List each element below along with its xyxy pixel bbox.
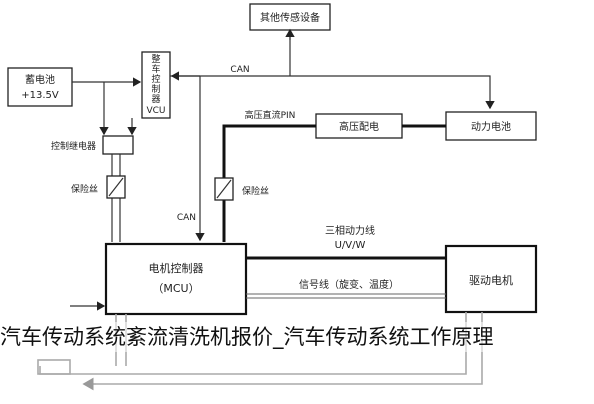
mcu-node: 电机控制器 （MCU） (104, 242, 248, 316)
hv-distribution-node: 高压配电 (315, 113, 403, 139)
fuse-left: 保险丝 (71, 175, 126, 199)
battery-voltage-label: +13.5V (21, 90, 59, 101)
drive-motor-node: 驱动电机 (444, 244, 538, 314)
fuse-right: 保险丝 (214, 177, 269, 201)
power-battery-node: 动力电池 (445, 111, 537, 141)
can-mid-label: CAN (177, 213, 196, 223)
vcu-label-1: 整 (151, 53, 160, 65)
hv-dc-label: 高压直流PIN (245, 109, 296, 121)
battery-node: 蓄电池 +13.5V (7, 67, 73, 107)
vcu-label-3: 控 (151, 73, 160, 85)
mcu-label: 电机控制器 (149, 261, 204, 275)
three-phase-sub-label: U/V/W (335, 240, 366, 251)
page-caption: 汽车传动系统紊流清洗机报价_汽车传动系统工作原理 (0, 322, 594, 352)
vcu-node: 整 车 控 制 器 VCU (141, 51, 171, 119)
vcu-label-2: 车 (151, 63, 160, 75)
drive-motor-label: 驱动电机 (469, 273, 513, 287)
mcu-sub-label: （MCU） (152, 282, 199, 295)
vcu-label-5: 器 (151, 94, 160, 105)
battery-label: 蓄电池 (25, 73, 55, 86)
signal-line-label: 信号线（旋变、温度） (299, 278, 399, 291)
three-phase-label: 三相动力线 (325, 224, 375, 237)
fuse-left-label: 保险丝 (71, 183, 98, 195)
other-sensors-label: 其他传感设备 (260, 11, 320, 24)
relay-label: 控制继电器 (51, 140, 96, 152)
can-top-label: CAN (230, 65, 249, 75)
can-bus-line (170, 75, 495, 110)
fuse-right-label: 保险丝 (242, 185, 269, 197)
relay-node: 控制继电器 (51, 135, 134, 155)
vcu-label-4: 制 (151, 83, 160, 95)
hv-distribution-label: 高压配电 (339, 120, 379, 133)
hv-dc-line (222, 124, 316, 242)
signal-label-bg (276, 276, 422, 292)
power-battery-label: 动力电池 (471, 120, 511, 133)
vcu-label-6: VCU (146, 106, 165, 116)
loop-box (37, 359, 71, 375)
other-sensors-node: 其他传感设备 (249, 3, 331, 31)
